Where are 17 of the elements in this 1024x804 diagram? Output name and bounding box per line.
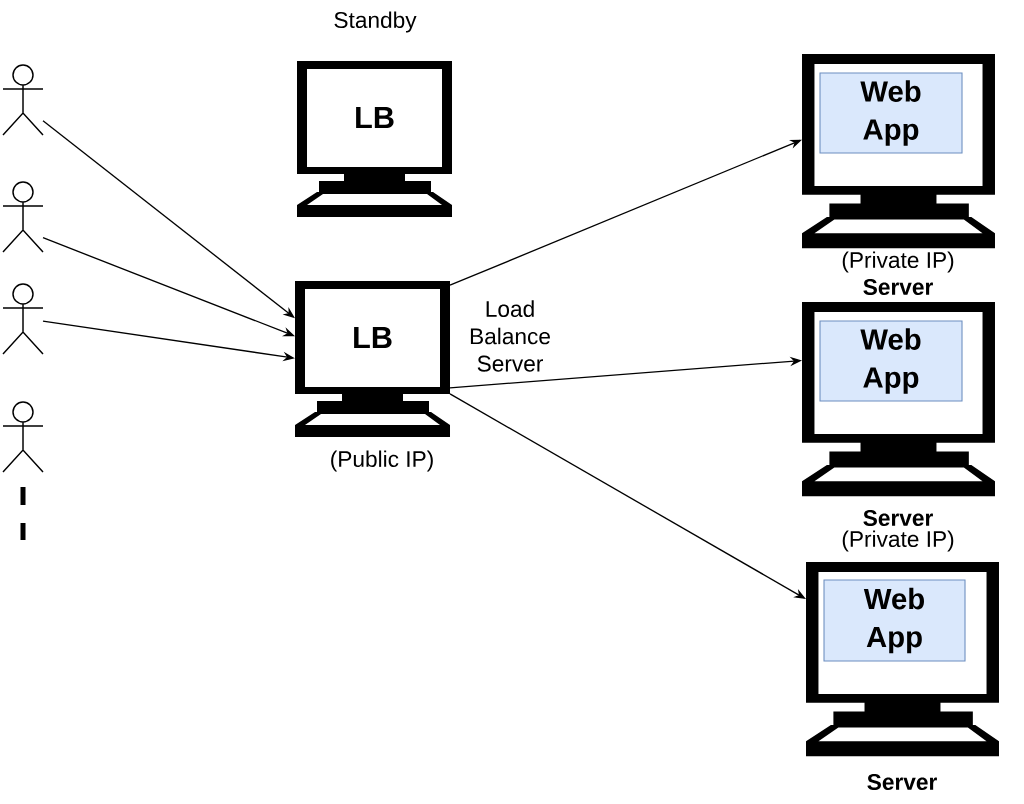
- node-label: (Public IP): [331, 450, 433, 472]
- node-label: Standby: [334, 11, 417, 33]
- text-box: Web App: [819, 72, 963, 154]
- node-label: Server: [863, 510, 933, 527]
- text-box: Web App: [819, 320, 963, 402]
- node-label: (Private IP): [842, 530, 954, 552]
- stick-figure: [2, 401, 44, 473]
- text-box: Web App: [823, 579, 966, 662]
- node-label: Server: [867, 774, 937, 791]
- node-label: LB: [354, 326, 392, 349]
- node-label: (Private IP): [842, 251, 954, 273]
- node-label: Server: [863, 279, 933, 296]
- node-label: Load Balance Server: [470, 300, 550, 372]
- stick-figure: [2, 64, 44, 136]
- stick-figure: [2, 181, 44, 253]
- node-label: LB: [356, 106, 394, 129]
- stick-figure: [2, 283, 44, 355]
